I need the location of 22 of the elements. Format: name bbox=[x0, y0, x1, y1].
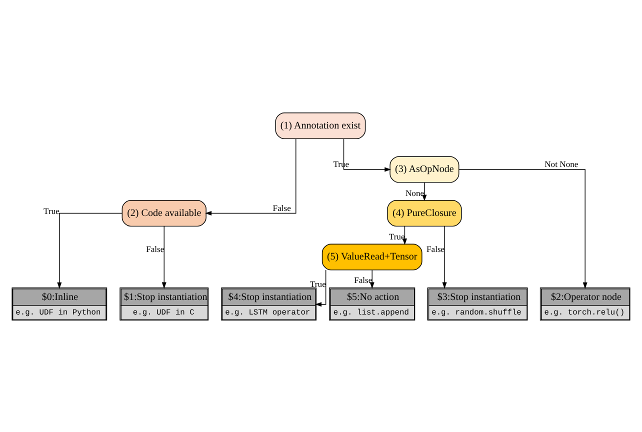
node-box: (1) Annotation exist bbox=[275, 112, 366, 139]
arrow bbox=[442, 225, 447, 288]
node-box: (2) Code available bbox=[122, 200, 206, 226]
arrow bbox=[162, 225, 166, 288]
arrow bbox=[315, 269, 326, 306]
arrow bbox=[458, 168, 588, 288]
arrow bbox=[205, 138, 296, 216]
edge-label: True bbox=[388, 231, 405, 242]
edge-label: False bbox=[272, 202, 291, 212]
arrow bbox=[422, 182, 427, 201]
edge-label: False bbox=[146, 244, 164, 254]
edge-label: True bbox=[44, 206, 60, 216]
edge-label: False bbox=[354, 274, 372, 285]
arrow bbox=[57, 212, 122, 288]
node-box: (4) PureClosure bbox=[387, 200, 462, 226]
arrow bbox=[402, 226, 407, 244]
node-box: (3) AsOpNode bbox=[390, 156, 460, 182]
edge-label: None bbox=[405, 187, 424, 198]
node-box: (5) ValueRead+Tensor bbox=[322, 243, 422, 270]
arrow bbox=[343, 138, 392, 172]
edge-label: Not None bbox=[544, 158, 578, 169]
edge-label: True bbox=[310, 278, 326, 289]
